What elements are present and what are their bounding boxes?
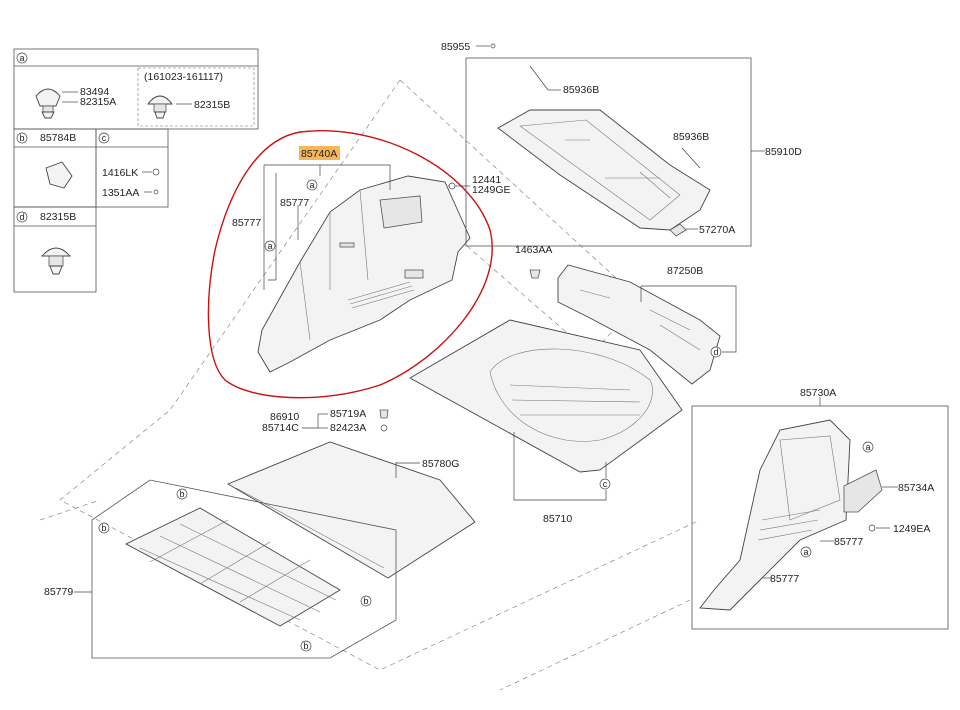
label-1249ge: 1249GE — [472, 184, 511, 196]
callout-d: d — [713, 347, 718, 357]
label-85730a: 85730A — [800, 387, 836, 399]
label-85936b-a: 85936B — [563, 84, 599, 96]
label-85734a: 85734A — [898, 482, 934, 494]
clip-82315b-icon — [147, 95, 173, 119]
label-57270a: 57270A — [699, 224, 735, 236]
label-85719a: 85719A — [330, 408, 366, 420]
luggage-floor-85710: c 85710 — [409, 319, 683, 525]
label-86910: 86910 — [270, 411, 299, 423]
label-85777-a: 85777 — [280, 197, 309, 209]
label-85740a: 85740A — [301, 148, 337, 160]
legend-c-part-1: 1416LK — [102, 167, 138, 179]
label-85910d: 85910D — [765, 146, 802, 158]
hook-57270a-icon — [669, 223, 687, 237]
clip-85784b-icon — [45, 161, 73, 189]
screw-1416lk-icon — [152, 168, 160, 176]
legend-d-part: 82315B — [40, 211, 76, 223]
ring-82423a-icon — [380, 424, 388, 432]
nut-1351aa-icon — [153, 189, 159, 195]
label-85780g: 85780G — [422, 458, 459, 470]
callout-a-2: a — [267, 241, 272, 251]
legend-cell-d: d 82315B — [16, 211, 76, 275]
clip-83494-icon — [35, 88, 61, 119]
legend-cell-b: b 85784B — [16, 132, 76, 189]
callout-b-3: b — [363, 596, 368, 606]
label-85777-c: 85777 — [834, 536, 863, 548]
callout-b-2: b — [101, 523, 106, 533]
cargo-net-85779: 85779 b b b b — [44, 479, 397, 659]
legend-table: a 83494 82315A (161023-161117) 82315B b — [13, 48, 259, 293]
label-85777-d: 85777 — [770, 573, 799, 585]
pin-85955-icon — [490, 43, 496, 49]
label-85779: 85779 — [44, 586, 73, 598]
clip-82315b-d-icon — [41, 247, 71, 275]
legend-letter-c: c — [102, 133, 107, 143]
legend-b-part: 85784B — [40, 132, 76, 144]
clip-85719a-icon — [379, 409, 389, 419]
label-85936b-b: 85936B — [673, 131, 709, 143]
highlight-circle — [207, 130, 493, 399]
trim-85740a — [257, 175, 471, 373]
label-82423a: 82423A — [330, 422, 366, 434]
label-1249ea: 1249EA — [893, 523, 930, 535]
legend-a-note: (161023-161117) — [144, 71, 223, 83]
bracket-85734a — [843, 469, 883, 513]
clip-12441-icon — [448, 182, 456, 190]
label-85710: 85710 — [543, 513, 572, 525]
callout-a-4: a — [803, 547, 808, 557]
legend-letter-a: a — [19, 53, 24, 63]
label-85714c: 85714C — [262, 422, 299, 434]
trim-85730a: 85730A 85734A 1249EA a a 85777 85777 — [691, 387, 949, 630]
package-tray-85910d: 85955 85936B 85936B 85910D 57270A — [441, 41, 802, 247]
clip-1463aa-icon — [529, 269, 541, 279]
legend-a-alt-part: 82315B — [194, 99, 230, 111]
label-12441: 12441 — [472, 174, 501, 186]
trim-85740a-leaders: 85740A a a 85777 85777 12441 1249GE — [232, 146, 511, 290]
sill-trim-87250b: 87250B d 1463AA — [515, 244, 737, 385]
label-85955: 85955 — [441, 41, 470, 53]
legend-c-part-2: 1351AA — [102, 187, 139, 199]
callout-a-3: a — [865, 442, 870, 452]
legend-letter-d: d — [19, 212, 24, 222]
label-87250b: 87250B — [667, 265, 703, 277]
callout-b-1: b — [179, 489, 184, 499]
legend-cell-c: c 1416LK 1351AA — [98, 132, 160, 199]
callout-b-4: b — [303, 641, 308, 651]
label-85777-b: 85777 — [232, 217, 261, 229]
bolt-1249ea-icon — [868, 524, 876, 532]
cargo-board-85780g: 85780G 86910 85714C 85719A 82423A — [226, 408, 476, 579]
label-1463aa: 1463AA — [515, 244, 552, 256]
legend-a-part-2: 82315A — [80, 96, 116, 108]
legend-a-part-1: 83494 — [80, 86, 109, 98]
part-number-highlight — [299, 146, 340, 160]
callout-a-1: a — [309, 180, 314, 190]
callout-c: c — [603, 479, 608, 489]
legend-cell-a: a 83494 82315A (161023-161117) 82315B — [16, 52, 230, 119]
legend-letter-b: b — [19, 133, 24, 143]
